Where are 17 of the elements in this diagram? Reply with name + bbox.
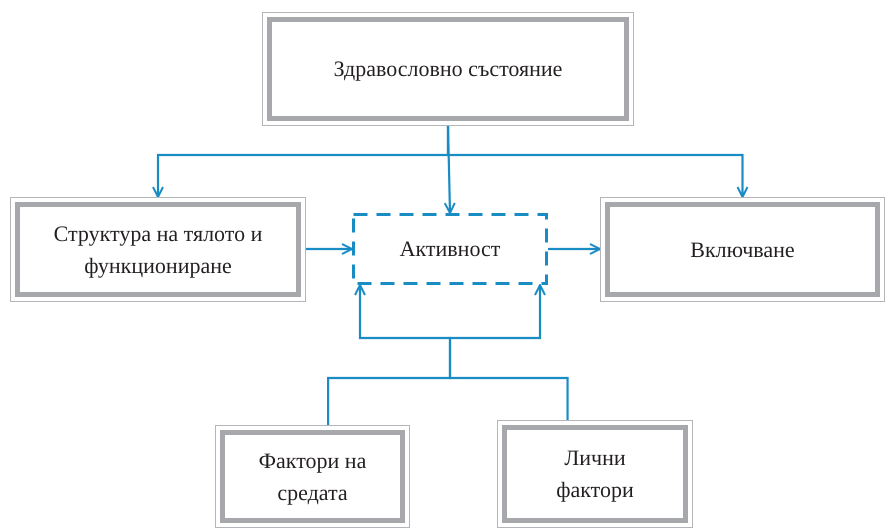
double-border-box (215, 425, 410, 528)
double-border-box (600, 197, 885, 302)
arrow (448, 284, 569, 420)
box-label: Фактори на средата (258, 446, 368, 507)
arrow (327, 284, 452, 425)
box-label: Структура на тялото и функциониране (52, 220, 264, 280)
double-border-box (10, 197, 306, 302)
box-label: Включване (690, 236, 795, 264)
double-border-box (497, 420, 693, 528)
box-label: Лични фактори (555, 444, 635, 504)
arrow (446, 126, 748, 198)
double-border-box (262, 12, 634, 126)
box-label: Активност (400, 235, 500, 264)
box-label: Здравословно състояние (334, 55, 562, 84)
dashed-box (352, 213, 548, 285)
arrow (306, 243, 353, 255)
arrow (548, 243, 601, 255)
